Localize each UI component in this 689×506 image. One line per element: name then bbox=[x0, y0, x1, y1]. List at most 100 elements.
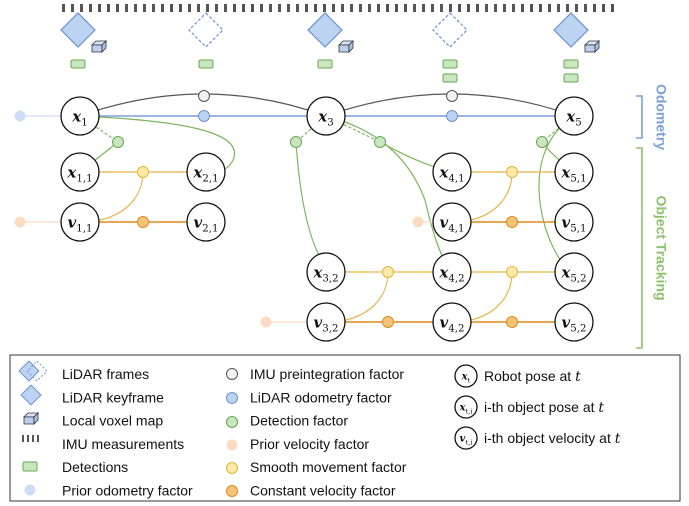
legend-label: i-th object pose at t bbox=[484, 399, 604, 416]
svg-text:xt: xt bbox=[461, 372, 471, 385]
imu-tick bbox=[548, 4, 551, 12]
imu-tick bbox=[332, 4, 335, 12]
lidar-frames-icon bbox=[18, 360, 48, 382]
lidar-keyframe-3 bbox=[307, 12, 354, 69]
node-symbol: x bbox=[438, 163, 449, 181]
imu-tick bbox=[575, 4, 578, 12]
node-subscript: 5,1 bbox=[570, 223, 586, 234]
imu-tick bbox=[593, 4, 596, 12]
velocity-node-v41: v4,1 bbox=[432, 202, 472, 242]
lidar-keyframe-1 bbox=[60, 12, 107, 69]
imu-tick bbox=[539, 4, 542, 12]
node-subscript: 5,2 bbox=[570, 273, 586, 284]
imu-tick bbox=[368, 4, 371, 12]
legend-label: Detection factor bbox=[250, 413, 348, 429]
legend-label: LiDAR keyframe bbox=[62, 389, 164, 405]
imu-tick bbox=[467, 4, 470, 12]
svg-text:x4,2: x4,2 bbox=[438, 263, 464, 284]
imu-tick bbox=[197, 4, 200, 12]
pose-node-x51: x5,1 bbox=[554, 152, 594, 192]
imu-tick bbox=[215, 4, 218, 12]
imu-tick bbox=[89, 4, 92, 12]
detection-box bbox=[317, 59, 333, 69]
svg-text:x4,1: x4,1 bbox=[438, 163, 464, 184]
imu-tick bbox=[152, 4, 155, 12]
node-symbol: x bbox=[461, 372, 469, 383]
imu-tick bbox=[458, 4, 461, 12]
imu-tick bbox=[557, 4, 560, 12]
detection-factor bbox=[374, 136, 386, 148]
pose-node-x41: x4,1 bbox=[432, 152, 472, 192]
legend-label: Detections bbox=[62, 459, 128, 475]
detection-box bbox=[442, 73, 458, 83]
node-subscript: 4,1 bbox=[448, 223, 464, 234]
prior-velocity-factor bbox=[260, 316, 272, 328]
lidar-odometry-factor bbox=[446, 110, 458, 122]
imu-tick bbox=[422, 4, 425, 12]
svg-text:v4,2: v4,2 bbox=[440, 313, 465, 334]
legend-node-2: vt,i bbox=[454, 426, 478, 450]
imu-tick bbox=[62, 4, 65, 12]
node-subscript: t bbox=[468, 376, 471, 384]
node-symbol: x bbox=[317, 107, 328, 125]
svg-text:x1: x1 bbox=[71, 107, 87, 128]
smooth-movement-factor-icon bbox=[226, 462, 238, 474]
svg-text:x2,1: x2,1 bbox=[192, 163, 218, 184]
detection-factor bbox=[290, 136, 302, 148]
imu-tick bbox=[134, 4, 137, 12]
node-symbol: v bbox=[440, 213, 449, 231]
detection-box bbox=[70, 59, 86, 69]
imu-tick bbox=[314, 4, 317, 12]
imu-tick bbox=[260, 4, 263, 12]
imu-tick bbox=[341, 4, 344, 12]
imu-tick bbox=[188, 4, 191, 12]
legend-label: Prior velocity factor bbox=[250, 436, 369, 452]
node-subscript: 1 bbox=[81, 117, 87, 128]
node-symbol: v bbox=[68, 213, 77, 231]
svg-text:v5,2: v5,2 bbox=[562, 313, 587, 334]
svg-text:v4,1: v4,1 bbox=[440, 213, 465, 234]
imu-tick bbox=[485, 4, 488, 12]
node-subscript: 1,1 bbox=[76, 223, 92, 234]
node-subscript: 4,1 bbox=[448, 173, 464, 184]
node-symbol: x bbox=[71, 107, 82, 125]
svg-text:x5: x5 bbox=[565, 107, 581, 128]
pose-node-x11: x1,1 bbox=[60, 152, 100, 192]
node-subscript: 3,2 bbox=[322, 273, 338, 284]
legend-label: Constant velocity factor bbox=[250, 483, 396, 499]
imu-tick bbox=[350, 4, 353, 12]
legend-label: Local voxel map bbox=[62, 413, 163, 429]
imu-tick bbox=[305, 4, 308, 12]
node-symbol: v bbox=[562, 313, 571, 331]
svg-text:x3,2: x3,2 bbox=[312, 263, 338, 284]
imu-tick bbox=[413, 4, 416, 12]
constant-velocity-factor bbox=[506, 216, 518, 228]
smooth-movement-factor bbox=[506, 166, 518, 178]
pose-node-x52: x5,2 bbox=[554, 252, 594, 292]
detection-box bbox=[563, 73, 579, 83]
node-subscript: 1,1 bbox=[76, 173, 92, 184]
imu-tick bbox=[206, 4, 209, 12]
detection-box bbox=[442, 59, 458, 69]
imu-tick bbox=[287, 4, 290, 12]
imu-tick bbox=[80, 4, 83, 12]
imu-tick bbox=[566, 4, 569, 12]
smooth-movement-factor bbox=[382, 266, 394, 278]
node-symbol: x bbox=[312, 263, 323, 281]
velocity-node-v51: v5,1 bbox=[554, 202, 594, 242]
svg-text:v1,1: v1,1 bbox=[68, 213, 93, 234]
imu-tick bbox=[278, 4, 281, 12]
svg-text:vt,i: vt,i bbox=[460, 434, 474, 447]
imu-tick bbox=[431, 4, 434, 12]
imu-tick bbox=[323, 4, 326, 12]
prior-velocity-factor bbox=[412, 216, 424, 228]
imu-tick bbox=[125, 4, 128, 12]
imu-tick bbox=[503, 4, 506, 12]
node-subscript: 5,1 bbox=[570, 173, 586, 184]
smooth-movement-factor bbox=[137, 166, 149, 178]
legend-label: Prior odometry factor bbox=[62, 483, 193, 499]
lidar-frame-2 bbox=[188, 12, 224, 69]
detection-edges bbox=[79, 115, 575, 273]
